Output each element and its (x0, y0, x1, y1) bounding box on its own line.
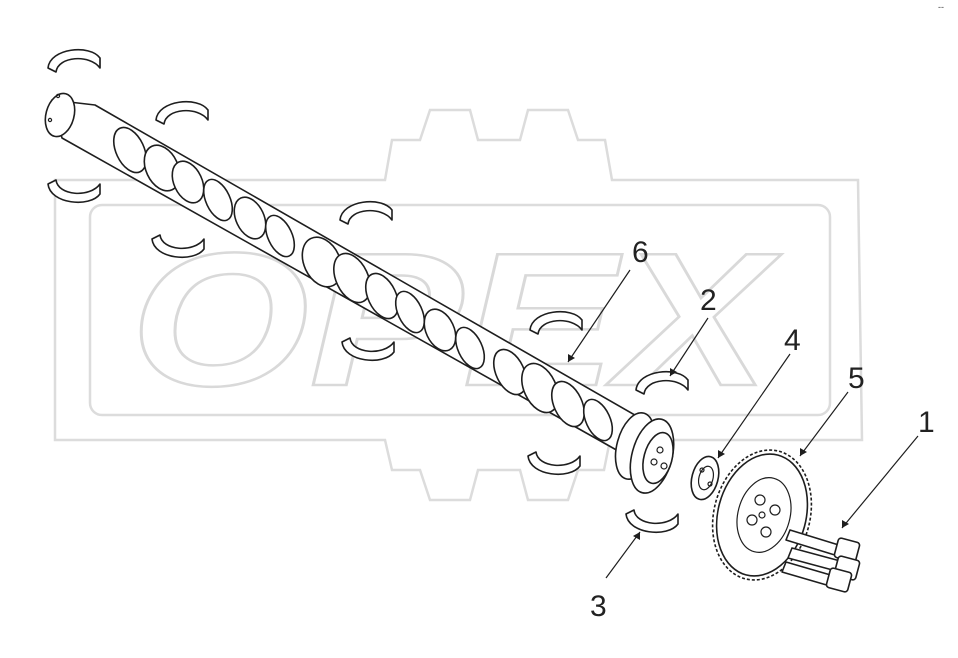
bearing-shells-lower (47, 179, 679, 533)
cam-lobes (112, 126, 614, 442)
bearing-shell (625, 509, 679, 533)
bearing-shell (635, 371, 689, 395)
callout-1: 1 (918, 406, 935, 439)
camshaft (44, 92, 675, 494)
leader-lines (567, 269, 919, 579)
gear-bolts (781, 529, 861, 593)
callout-2: 2 (700, 284, 717, 317)
bearing-shell (151, 234, 205, 258)
bearing-shell (339, 201, 393, 225)
camshaft-rear-flange (614, 412, 675, 494)
camshaft-gear (711, 449, 813, 581)
camshaft-front-end (44, 92, 76, 138)
corner-mark: -- (938, 2, 944, 12)
bearing-shell (47, 179, 101, 203)
bearing-shell (47, 49, 101, 73)
callouts: 6 2 4 5 1 3 (590, 236, 935, 623)
callout-3: 3 (590, 590, 607, 623)
callout-6: 6 (632, 236, 649, 269)
spacer-washer (690, 455, 720, 501)
bearing-shell (341, 337, 395, 361)
bearing-shell (155, 101, 209, 125)
callout-4: 4 (784, 324, 801, 357)
watermark-gear-outline (53, 108, 864, 502)
bearing-shell (529, 311, 583, 335)
watermark-inner-box (88, 203, 832, 417)
bearing-shells-upper (47, 49, 689, 395)
bearing-shell (527, 451, 581, 475)
callout-5: 5 (848, 362, 865, 395)
